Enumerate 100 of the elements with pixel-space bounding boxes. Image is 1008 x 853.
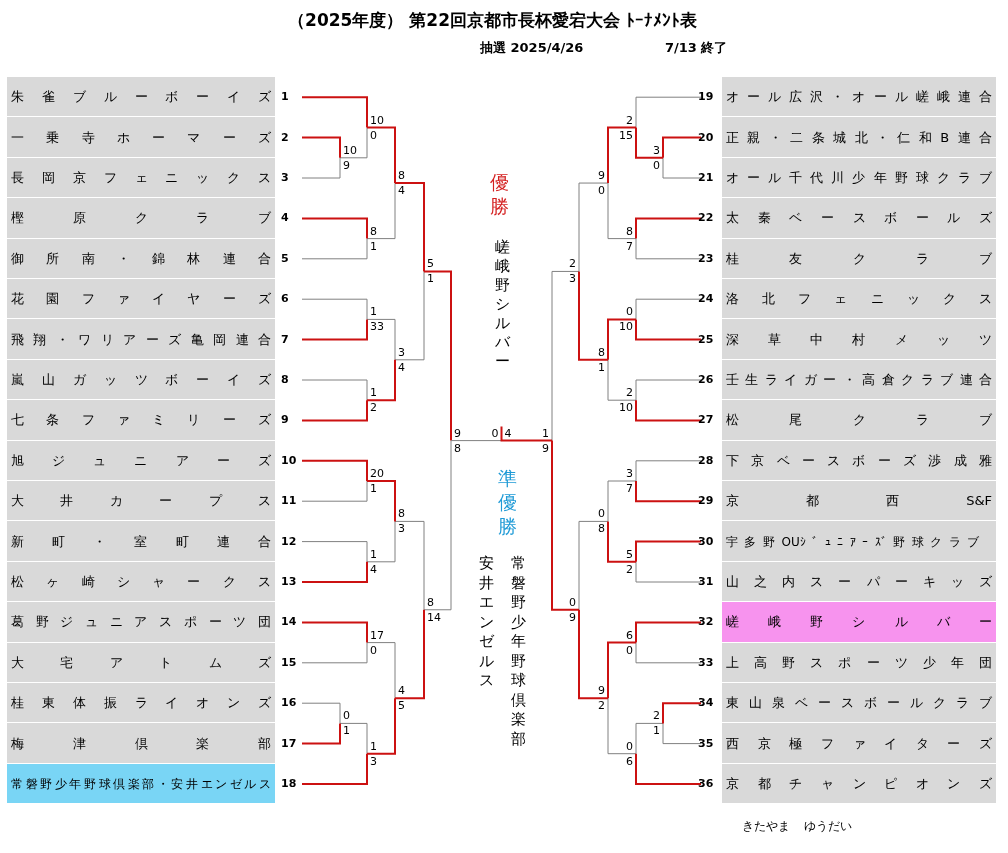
- seed-number: 32: [698, 614, 715, 631]
- seed-number: 21: [698, 170, 715, 186]
- score: 1: [370, 387, 377, 400]
- score: 0: [569, 596, 576, 609]
- score: 1: [370, 306, 377, 319]
- score: 2: [598, 700, 605, 713]
- score: 2: [569, 258, 576, 271]
- score: 0: [491, 427, 499, 440]
- score: 0: [343, 710, 350, 723]
- score: 9: [542, 442, 549, 455]
- score: 3: [569, 273, 576, 286]
- score: 33: [370, 321, 384, 334]
- score: 4: [398, 361, 405, 374]
- score: 3: [398, 346, 405, 359]
- champion-heading: 優勝: [489, 170, 510, 218]
- team-name: オール広沢・オール嵯峨連合: [726, 88, 992, 107]
- end-date: 7/13 終了: [665, 39, 728, 57]
- note: ゆうだい: [804, 818, 852, 835]
- score: 8: [598, 346, 605, 359]
- note: きたやま: [742, 818, 790, 835]
- score: 9: [569, 611, 576, 624]
- runner-up-name: 安井エンゼルス: [478, 554, 495, 691]
- score: 6: [626, 629, 633, 642]
- team-name: 七条ファミリーズ: [11, 411, 271, 430]
- team-name: 常磐野少年野球倶楽部・安井エンゼルス: [11, 776, 271, 793]
- seed-number: 13: [281, 574, 298, 590]
- score: 0: [626, 306, 633, 319]
- team-name: 深草中村メッツ: [726, 330, 992, 349]
- score: 9: [454, 427, 461, 440]
- score: 2: [626, 387, 633, 400]
- team-name: 新町・室町連合: [11, 532, 271, 551]
- team-name: 長岡京フェニックス: [11, 169, 271, 187]
- team-name: 上高野スポーツ少年団: [726, 653, 992, 672]
- seed-number: 2: [281, 129, 290, 146]
- seed-number: 3: [281, 170, 290, 186]
- score: 0: [370, 129, 377, 142]
- score: 15: [619, 129, 633, 142]
- team-name: 樫原クラブ: [11, 209, 271, 228]
- score: 1: [370, 548, 377, 561]
- score: 1: [370, 483, 377, 495]
- score: 1: [343, 725, 350, 738]
- seed-number: 36: [698, 776, 715, 792]
- seed-number: 5: [281, 250, 290, 267]
- score: 2: [626, 114, 633, 127]
- seed-number: 12: [281, 533, 298, 550]
- seed-number: 18: [281, 776, 298, 792]
- team-name: 御所南・錦林連合: [11, 249, 271, 268]
- seed-number: 15: [281, 654, 298, 671]
- score: 9: [598, 170, 605, 183]
- score: 0: [653, 159, 660, 172]
- team-name: 朱雀ブルーボーイズ: [11, 88, 271, 107]
- score: 0: [598, 508, 605, 521]
- seed-number: 14: [281, 614, 298, 631]
- seed-number: 6: [281, 291, 290, 308]
- score: 0: [626, 644, 633, 657]
- score: 6: [626, 755, 633, 768]
- team-name: 東山泉ベースボールクラブ: [726, 694, 992, 713]
- seed-number: 11: [281, 493, 298, 510]
- seed-number: 35: [698, 735, 715, 752]
- team-name: 花園ファイヤーズ: [11, 290, 271, 309]
- seed-number: 28: [698, 452, 715, 469]
- seed-number: 1: [281, 89, 290, 106]
- score: 8: [398, 170, 405, 183]
- team-name: 旭ジュニアーズ: [11, 451, 271, 470]
- score: 5: [398, 700, 405, 713]
- score: 3: [398, 523, 405, 536]
- score: 8: [626, 225, 633, 238]
- score: 1: [542, 427, 549, 440]
- score: 8: [454, 442, 461, 455]
- team-name: 太秦ベースボールズ: [726, 209, 992, 228]
- score: 7: [626, 483, 633, 495]
- score: 17: [370, 629, 384, 642]
- runner-up-heading: 準優勝: [497, 466, 518, 538]
- seed-number: 24: [698, 291, 715, 308]
- score: 10: [619, 402, 633, 415]
- score: 2: [626, 563, 633, 576]
- seed-number: 9: [281, 412, 290, 429]
- seed-number: 22: [698, 210, 715, 227]
- team-name: オール千代川少年野球クラブ: [726, 169, 992, 187]
- score: 8: [598, 523, 605, 536]
- team-name: 嵐山ガッツボーイズ: [11, 371, 271, 389]
- team-name: 桂東体振ライオンズ: [11, 694, 271, 713]
- title: （2025年度） 第22回京都市長杯愛宕大会 ﾄｰﾅﾒﾝﾄ表: [287, 9, 698, 32]
- team-name: 京都西S&F: [726, 492, 992, 511]
- score: 3: [653, 144, 660, 157]
- score: 9: [598, 685, 605, 698]
- score: 20: [370, 468, 384, 480]
- score: 0: [370, 644, 377, 657]
- score: 0: [598, 185, 605, 198]
- team-name: 大井カープス: [11, 492, 271, 511]
- score: 3: [370, 755, 377, 768]
- team-name: 一乗寺ホーマーズ: [11, 128, 271, 147]
- score: 4: [398, 685, 405, 698]
- seed-number: 17: [281, 735, 298, 752]
- score: 14: [427, 611, 441, 624]
- score: 2: [370, 402, 377, 415]
- team-name: 飛翔・ワリアーズ亀岡連合: [11, 330, 271, 349]
- team-name: 松尾クラブ: [726, 411, 992, 430]
- seed-number: 10: [281, 452, 298, 469]
- seed-number: 16: [281, 695, 298, 712]
